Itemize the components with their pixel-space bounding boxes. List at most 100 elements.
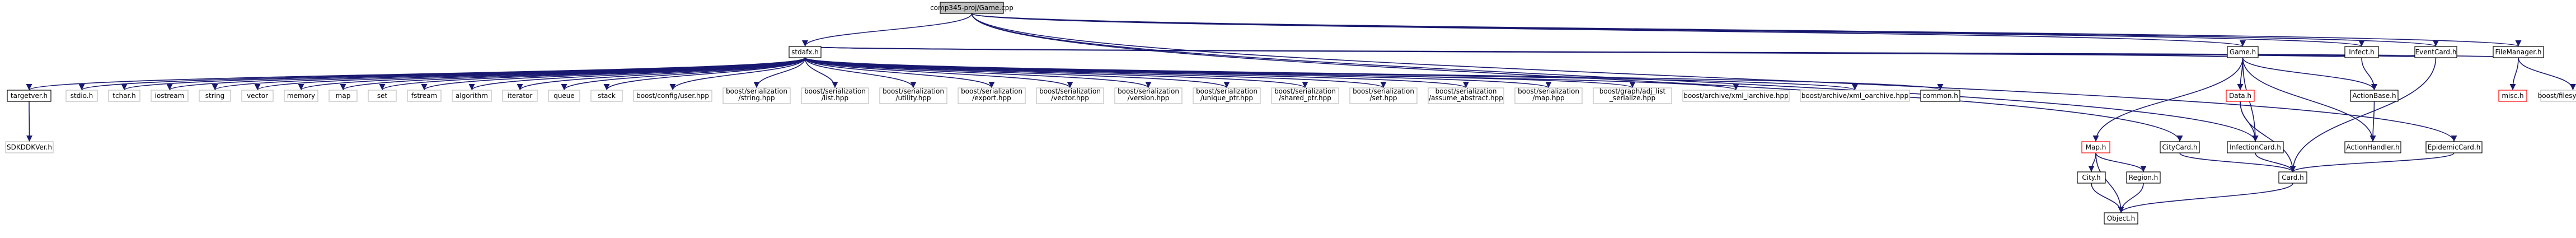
node-root[interactable]: comp345-proj/Game.cpp — [930, 2, 1013, 14]
node-bset: boost/serialization/set.hpp — [1349, 87, 1418, 104]
node-box-stdafx — [789, 46, 822, 58]
node-bexport: boost/serialization/export.hpp — [958, 87, 1026, 104]
node-iostream: iostream — [151, 90, 189, 102]
node-label-infectioncard: InfectionCard.h — [2230, 143, 2281, 151]
node-label-actionbase: ActionBase.h — [2352, 92, 2396, 100]
node-label-region: Region.h — [2129, 174, 2159, 181]
node-box-bexport — [958, 87, 1026, 104]
node-algorithm: algorithm — [452, 90, 492, 102]
node-label-mapnode: Map.h — [2086, 143, 2106, 151]
edge-stdafx-to-string — [212, 57, 806, 91]
node-label-blist: /list.hpp — [822, 94, 848, 102]
node-stack: stack — [590, 90, 623, 102]
node-filemanager[interactable]: FileManager.h — [2493, 46, 2544, 58]
node-box-actionbase — [2350, 90, 2399, 102]
edge-game-to-actionhandler — [2242, 57, 2376, 142]
node-box-object — [2104, 212, 2138, 225]
edge-filemanager-to-bfs — [2518, 57, 2576, 91]
node-vector: vector — [241, 90, 274, 102]
node-label-card: Card.h — [2282, 174, 2304, 181]
node-box-bmap — [1514, 87, 1583, 104]
edge-mapnode-to-object — [2095, 152, 2124, 213]
node-label-bset: /set.hpp — [1369, 94, 1397, 102]
node-label-bmap: boost/serialization — [1518, 87, 1579, 95]
node-box-queue — [548, 90, 580, 102]
node-label-eventcard: EventCard.h — [2415, 48, 2457, 56]
node-infect[interactable]: Infect.h — [2344, 46, 2379, 58]
node-label-object: Object.h — [2107, 214, 2136, 222]
node-citycard[interactable]: CityCard.h — [2160, 141, 2200, 153]
edge-city-to-object — [2091, 183, 2124, 213]
node-stdio: stdio.h — [65, 90, 98, 102]
node-blist: boost/serialization/list.hpp — [801, 87, 869, 104]
edge-card-to-object — [2118, 183, 2293, 213]
node-object[interactable]: Object.h — [2104, 212, 2138, 225]
node-region[interactable]: Region.h — [2126, 171, 2161, 184]
node-string: string — [199, 90, 231, 102]
node-label-bvector: boost/serialization — [1039, 87, 1101, 95]
node-box-bconfig — [633, 90, 712, 102]
node-mapnode[interactable]: Map.h — [2081, 141, 2110, 153]
node-box-card — [2278, 171, 2307, 184]
node-buniq: boost/serialization/unique_ptr.hpp — [1193, 87, 1261, 104]
node-bconfig: boost/config/user.hpp — [633, 90, 712, 102]
node-misc[interactable]: misc.h — [2498, 90, 2527, 102]
node-actionbase[interactable]: ActionBase.h — [2350, 90, 2399, 102]
node-bversion: boost/serialization/version.hpp — [1114, 87, 1183, 104]
node-infectioncard[interactable]: InfectionCard.h — [2227, 141, 2284, 153]
node-label-bversion: boost/serialization — [1118, 87, 1179, 95]
node-box-common — [1920, 90, 1960, 102]
node-box-bvector — [1036, 87, 1104, 104]
edge-data-to-card — [2240, 101, 2296, 172]
node-actionhandler[interactable]: ActionHandler.h — [2344, 141, 2401, 153]
node-label-vector: vector — [247, 92, 268, 100]
node-box-bshared — [1271, 87, 1339, 104]
node-box-fstream — [407, 90, 442, 102]
node-label-memory: memory — [287, 92, 315, 100]
node-card[interactable]: Card.h — [2278, 171, 2307, 184]
node-city[interactable]: City.h — [2077, 171, 2106, 184]
node-box-tchar — [108, 90, 140, 102]
node-stdafx[interactable]: stdafx.h — [789, 46, 822, 58]
node-label-bfs: boost/filesystem.hpp — [2538, 92, 2576, 100]
edge-root-to-filemanager — [971, 13, 2521, 47]
node-label-fstream: fstream — [411, 92, 437, 100]
edge-infectioncard-to-card — [2255, 152, 2296, 172]
node-sdkddkver: SDKDDKVer.h — [5, 141, 54, 153]
edge-stdafx-to-iterator — [517, 57, 806, 91]
node-label-common: common.h — [1922, 92, 1958, 100]
edge-root-to-stdafx — [802, 13, 973, 47]
node-box-bset — [1349, 87, 1418, 104]
node-label-sdkddkver: SDKDDKVer.h — [7, 143, 52, 151]
node-box-infect — [2344, 46, 2379, 58]
node-bstring: boost/serialization/string.hpp — [722, 87, 791, 104]
node-game[interactable]: Game.h — [2227, 46, 2259, 58]
node-label-bxmlarch: boost/archive/xml_iarchive.hpp — [1683, 92, 1789, 100]
node-label-buniq: /unique_ptr.hpp — [1200, 94, 1253, 102]
node-label-stack: stack — [598, 92, 616, 100]
edge-stdafx-to-bvector — [804, 57, 1073, 88]
node-box-bstring — [722, 87, 791, 104]
node-eventcard[interactable]: EventCard.h — [2414, 46, 2457, 58]
edge-eventcard-to-card — [2289, 57, 2437, 172]
node-common[interactable]: common.h — [1920, 90, 1960, 102]
node-box-map — [329, 90, 358, 102]
node-epidemic[interactable]: EpidemicCard.h — [2425, 141, 2483, 153]
node-label-targetver: targetver.h — [11, 92, 48, 100]
node-label-infect: Infect.h — [2349, 48, 2374, 56]
node-box-mapnode — [2081, 141, 2110, 153]
node-box-sdkddkver — [5, 141, 54, 153]
node-label-bexport: /export.hpp — [972, 94, 1011, 102]
node-box-memory — [284, 90, 318, 102]
edge-stdafx-to-bmap — [804, 57, 1552, 88]
node-butility: boost/serialization/utility.hpp — [879, 87, 947, 104]
node-map: map — [329, 90, 358, 102]
edge-epidemic-to-card — [2289, 152, 2455, 172]
node-data[interactable]: Data.h — [2226, 90, 2255, 102]
node-targetver[interactable]: targetver.h — [7, 90, 51, 102]
node-bfs: boost/filesystem.hpp — [2538, 90, 2576, 102]
node-label-queue: queue — [553, 92, 575, 100]
node-box-citycard — [2160, 141, 2200, 153]
node-bshared: boost/serialization/shared_ptr.hpp — [1271, 87, 1339, 104]
